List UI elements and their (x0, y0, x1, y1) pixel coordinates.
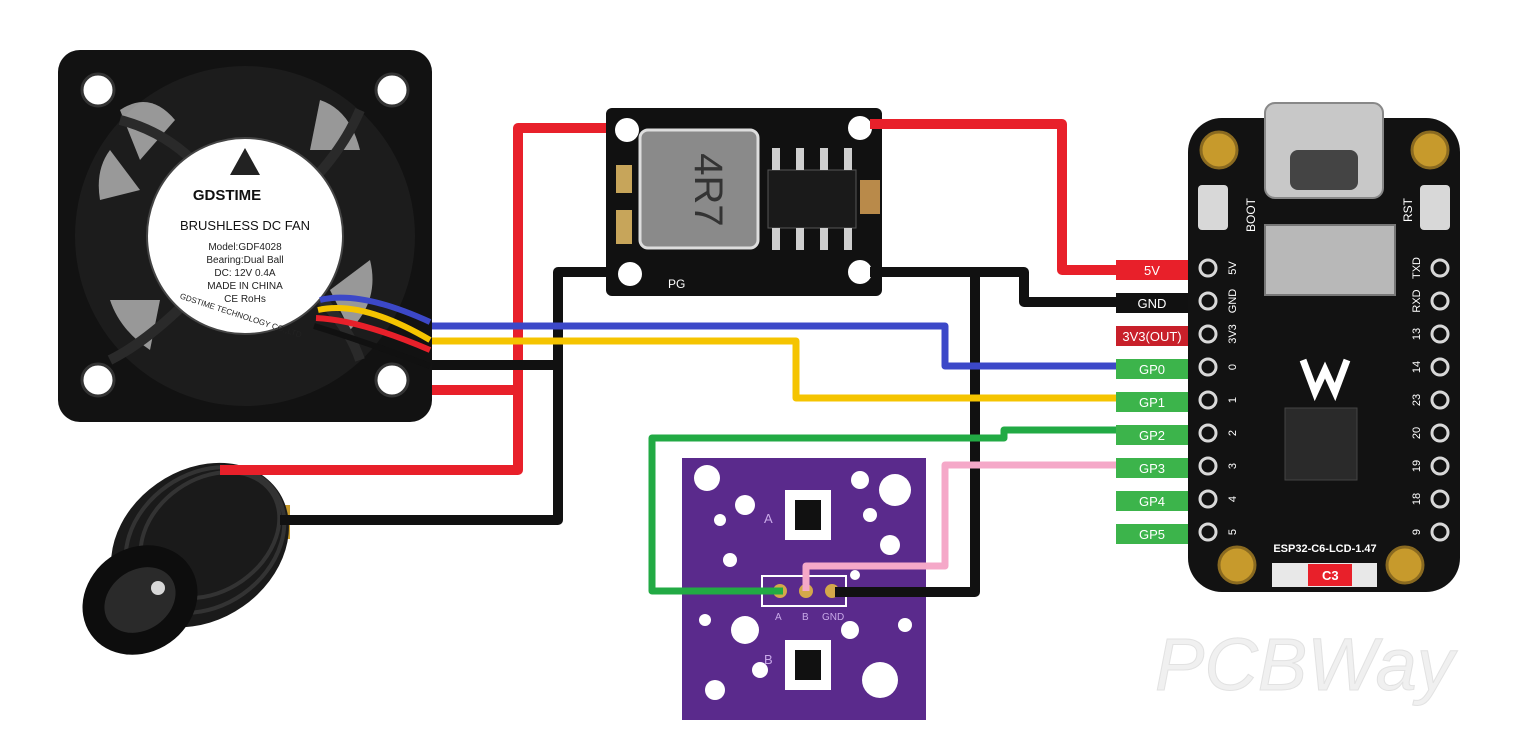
fan-origin: MADE IN CHINA (207, 281, 283, 292)
wires (220, 119, 1116, 597)
esp-pin-label: 14 (1411, 361, 1423, 373)
c3-label: C3 (1322, 568, 1339, 583)
pin-gnd-label: GND (822, 612, 844, 623)
wire-tach (432, 337, 1116, 402)
pin-label-text: GP3 (1139, 461, 1165, 476)
esp-pin-pad (1430, 357, 1450, 377)
esp-pin-pad (1430, 324, 1450, 344)
pin-label-text: GP0 (1139, 362, 1165, 377)
esp-pin-pad (1430, 456, 1450, 476)
pin-label-gp0: GP0 (1116, 359, 1188, 379)
rst-label: RST (1401, 197, 1415, 222)
esp-pin-label: 1 (1227, 397, 1239, 403)
esp-pin-pad (1430, 390, 1450, 410)
esp-right-pin-column: TXD RXD 13 14 23 20 19 18 9 (1411, 257, 1450, 542)
fan-model: Model:GDF4028 (208, 242, 282, 253)
pin-label-text: GP2 (1139, 428, 1165, 443)
esp-pin-pad (1430, 258, 1450, 278)
pin-label-gnd: GND (1116, 293, 1188, 313)
esp-pin-label: RXD (1411, 289, 1423, 312)
inductor-marking: 4R7 (686, 153, 730, 226)
wire-gnd-encoder (835, 272, 980, 597)
pin-label-gp2: GP2 (1116, 425, 1188, 445)
esp-pin-label: 5V (1227, 261, 1239, 275)
esp-pin-pad (1198, 324, 1218, 344)
esp-pin-label: 9 (1411, 529, 1423, 535)
pin-label-text: 5V (1144, 263, 1160, 278)
pg-label: PG (668, 277, 685, 291)
pin-label-text: GND (1138, 296, 1167, 311)
pin-label-text: GP4 (1139, 494, 1165, 509)
fan-bearing: Bearing:Dual Ball (206, 255, 283, 266)
pin-label-text: 3V3(OUT) (1122, 329, 1181, 344)
pin-label-3v3-out-: 3V3(OUT) (1116, 326, 1188, 346)
pin-label-text: GP5 (1139, 527, 1165, 542)
dc-barrel-jack (82, 462, 290, 655)
pin-a-label: A (775, 612, 782, 623)
esp-pin-label: 20 (1411, 427, 1423, 439)
wire-12v-jack (220, 123, 606, 475)
esp-pin-pad (1198, 423, 1218, 443)
wire-enc-a (648, 426, 1116, 595)
esp-pin-pad (1430, 291, 1450, 311)
esp-pin-label: 5 (1227, 529, 1239, 535)
boot-label: BOOT (1244, 197, 1258, 232)
fan-brand: GDSTIME (193, 187, 261, 204)
wire-5v (870, 119, 1116, 275)
esp-pin-pad (1198, 258, 1218, 278)
switch-a-label: A (764, 511, 773, 526)
esp-pin-pad (1430, 489, 1450, 509)
pin-label-text: GP1 (1139, 395, 1165, 410)
esp-pin-label: 23 (1411, 394, 1423, 406)
switch-b-label: B (764, 652, 773, 667)
fan-rating: DC: 12V 0.4A (214, 268, 275, 279)
wire-gnd-jack (280, 267, 606, 525)
watermark: PCBWay (1155, 623, 1458, 706)
fan-lead-bundle (313, 294, 432, 369)
pin-label-gp4: GP4 (1116, 491, 1188, 511)
brand-logo-icon (230, 148, 260, 175)
pin-label-gp1: GP1 (1116, 392, 1188, 412)
esp-pin-label: 4 (1227, 496, 1239, 502)
pin-label-5v: 5V (1116, 260, 1188, 280)
wire-pwm (432, 322, 1116, 370)
esp-pin-label: TXD (1411, 257, 1423, 279)
fan-title: BRUSHLESS DC FAN (180, 218, 310, 233)
esp-pin-label: 18 (1411, 493, 1423, 505)
esp-pin-pad (1198, 390, 1218, 410)
waveshare-logo-icon (1299, 358, 1351, 402)
esp-pin-label: GND (1227, 289, 1239, 314)
pin-label-gp3: GP3 (1116, 458, 1188, 478)
buck-converter: 4R7 PG (606, 108, 882, 296)
esp-pin-pad (1430, 423, 1450, 443)
esp-pin-pad (1198, 522, 1218, 542)
esp-pin-label: 2 (1227, 430, 1239, 436)
esp-pin-label: 0 (1227, 364, 1239, 370)
pin-label-gp5: GP5 (1116, 524, 1188, 544)
esp-pin-label: 13 (1411, 328, 1423, 340)
esp-pin-pad (1198, 456, 1218, 476)
esp-pin-pad (1198, 357, 1218, 377)
esp-board-name: ESP32-C6-LCD-1.47 (1273, 543, 1376, 555)
esp-pin-label: 3V3 (1227, 324, 1239, 344)
wire-gnd-esp (870, 267, 1116, 307)
esp-left-pin-column: 5V GND 3V3 0 1 2 3 4 5 (1198, 258, 1239, 542)
fan-cert: CE RoHs (224, 294, 266, 305)
esp-pin-pad (1198, 489, 1218, 509)
esp-pin-label: 3 (1227, 463, 1239, 469)
esp-pin-pad (1430, 522, 1450, 542)
cooling-fan: GDSTIME BRUSHLESS DC FAN Model:GDF4028 B… (58, 50, 432, 422)
pin-b-label: B (802, 612, 809, 623)
esp-pin-pad (1198, 291, 1218, 311)
wire-enc-b (802, 461, 1116, 591)
esp-pin-label: 19 (1411, 460, 1423, 472)
